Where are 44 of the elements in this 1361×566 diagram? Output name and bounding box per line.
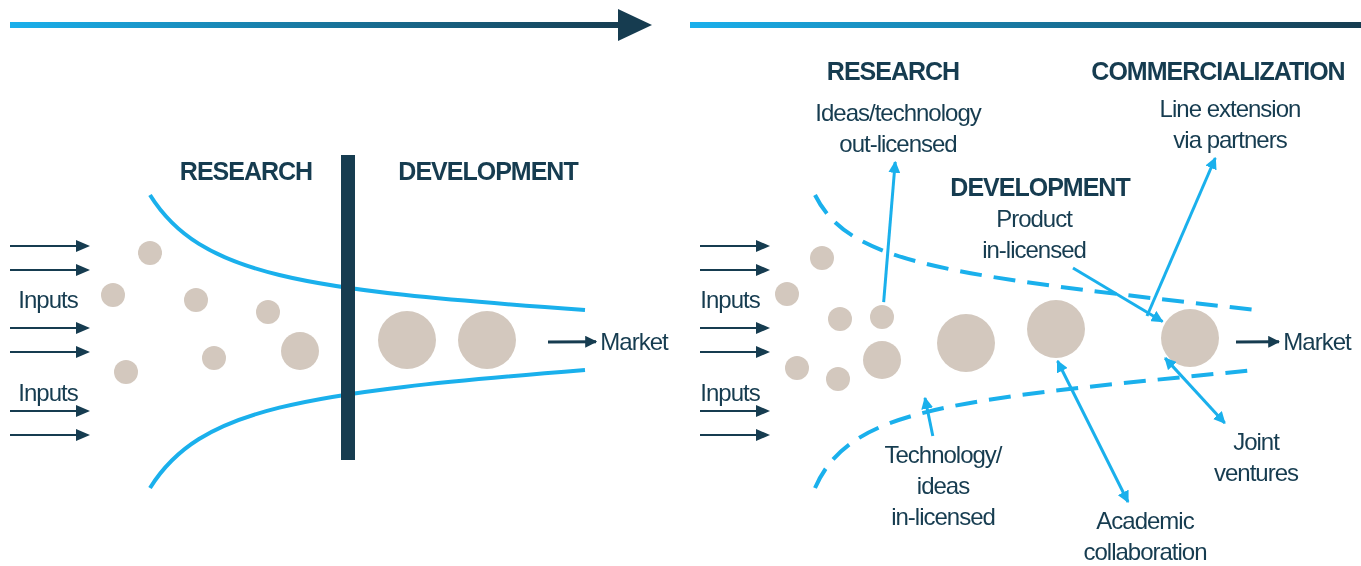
- arrow: [1145, 156, 1217, 317]
- project-circle: [458, 311, 516, 369]
- project-circle: [378, 311, 436, 369]
- input-label: Inputs: [18, 378, 78, 408]
- project-circle: [828, 307, 852, 331]
- node-label: Line extension via partners: [1158, 93, 1302, 155]
- stage-heading: RESEARCH: [826, 56, 960, 87]
- arrow: [882, 160, 901, 303]
- project-circle: [256, 300, 280, 324]
- stage-heading: DEVELOPMENT: [398, 156, 578, 187]
- project-circle: [810, 246, 834, 270]
- node-label: Product in-licensed: [981, 203, 1087, 265]
- stage-heading: DEVELOPMENT: [950, 172, 1130, 203]
- node-label: Ideas/technology out-licensed: [814, 97, 982, 159]
- stage-heading: RESEARCH: [179, 156, 313, 187]
- input-label: Inputs: [18, 285, 78, 315]
- project-circle: [202, 346, 226, 370]
- arrow: [548, 335, 598, 348]
- node-label: Joint ventures: [1212, 426, 1300, 488]
- input-label: Inputs: [700, 378, 760, 408]
- arrow: [1236, 335, 1281, 348]
- project-circle: [101, 283, 125, 307]
- node-label: Market: [1282, 326, 1352, 357]
- project-circle: [1027, 300, 1085, 358]
- input-label: Inputs: [700, 285, 760, 315]
- project-circle: [863, 341, 901, 379]
- stage-heading: COMMERCIALIZATION: [1091, 56, 1345, 87]
- project-circle: [937, 314, 995, 372]
- node-label: Technology/ ideas in-licensed: [883, 439, 1003, 532]
- node-label: Academic collaboration: [1082, 505, 1208, 566]
- project-circle: [184, 288, 208, 312]
- project-circle: [281, 332, 319, 370]
- arrow: [1072, 266, 1164, 323]
- project-circle: [870, 305, 894, 329]
- project-circle: [138, 241, 162, 265]
- arrow: [1056, 359, 1130, 504]
- project-circle: [1161, 309, 1219, 367]
- arrow: [921, 396, 935, 437]
- project-circle: [114, 360, 138, 384]
- project-circle: [826, 367, 850, 391]
- arrow: [1164, 357, 1226, 424]
- project-circle: [785, 356, 809, 380]
- node-label: Market: [599, 326, 669, 357]
- project-circle: [775, 282, 799, 306]
